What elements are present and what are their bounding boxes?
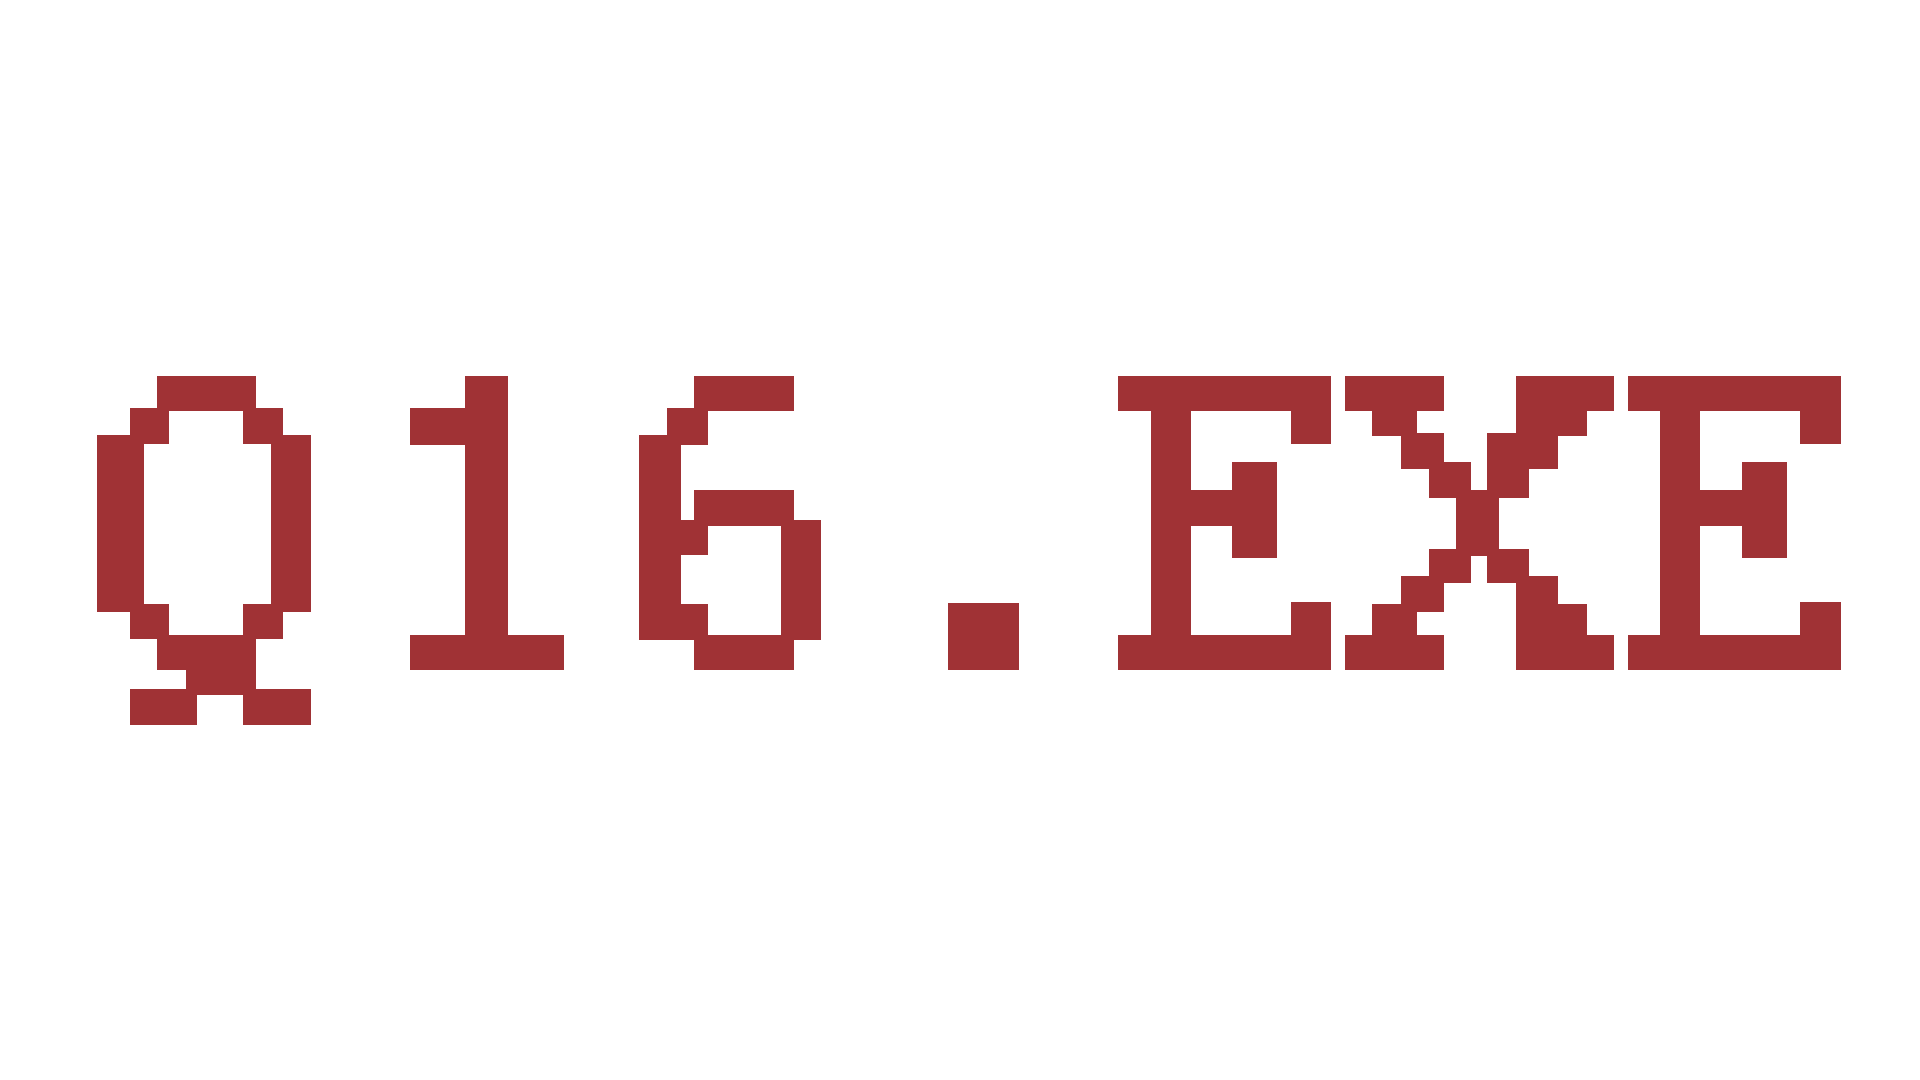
glyph-x [1345, 376, 1614, 670]
glyph-dot [948, 603, 1019, 670]
glyph-e-1 [1118, 376, 1331, 670]
glyph-q [97, 376, 311, 725]
glyph-1 [410, 376, 564, 670]
glyph-e-2 [1628, 376, 1841, 670]
glyph-6 [639, 376, 821, 670]
